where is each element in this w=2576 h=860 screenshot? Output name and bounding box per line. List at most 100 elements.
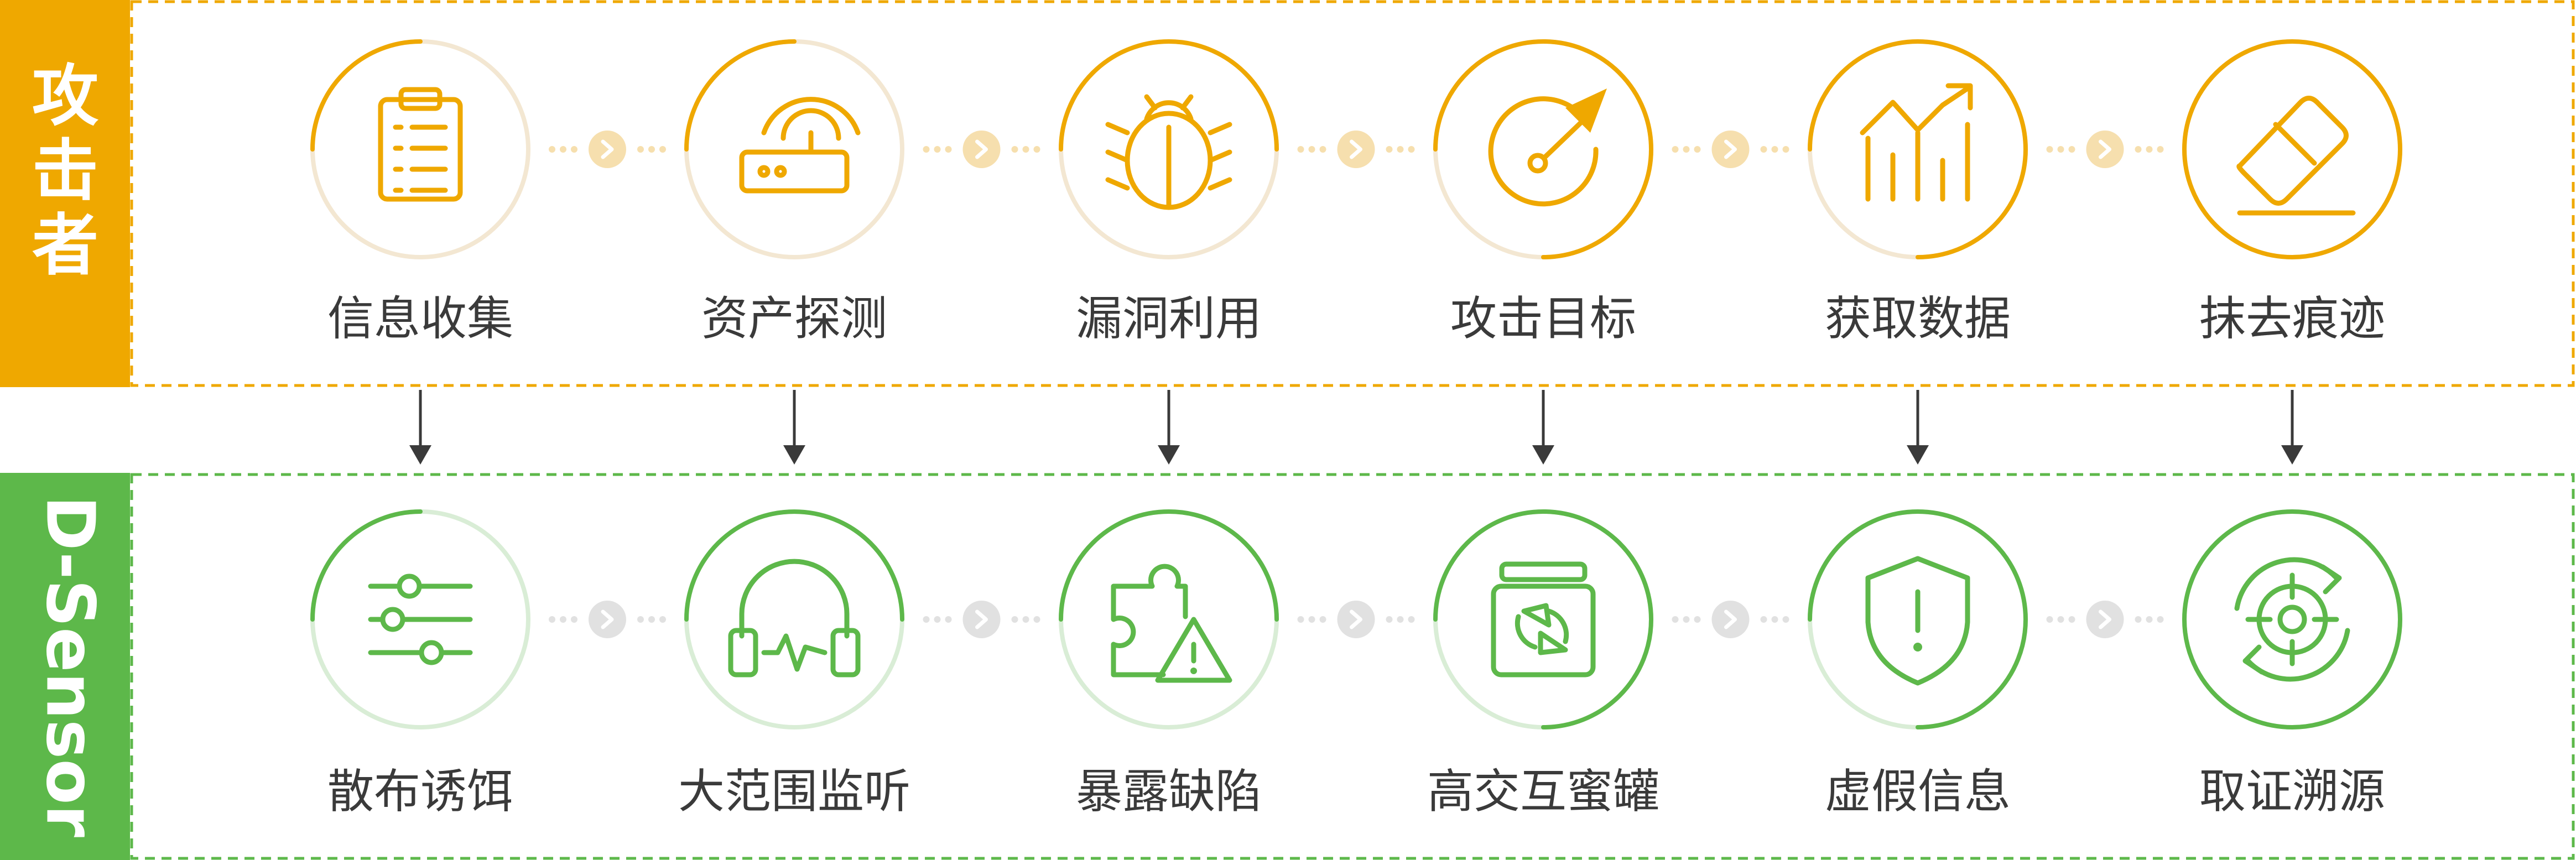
connector-dot	[1760, 616, 1767, 623]
sensor-step-progress	[2182, 509, 2402, 729]
sensor-step: 大范围监听	[678, 509, 910, 819]
chevron-right-icon	[962, 131, 1001, 168]
connector-dot	[637, 616, 644, 623]
chevron-right-icon	[2086, 131, 2124, 168]
shield-alert-icon	[1865, 556, 1970, 686]
chevron-stroke	[1350, 609, 1362, 629]
attacker-step: 资产探测	[684, 39, 904, 346]
sensor-connector	[923, 601, 1040, 638]
clipboard-list-icon	[378, 87, 463, 202]
connector-dot	[1782, 616, 1789, 623]
connector-dot	[1386, 146, 1393, 153]
sensor-side-bar	[0, 473, 130, 860]
sensor-connector	[2046, 601, 2164, 638]
attacker-step-label: 资产探测	[701, 291, 887, 346]
sensor-step: 暴露缺陷	[1059, 509, 1279, 819]
chevron-stroke	[975, 139, 988, 159]
chevron-stroke	[601, 139, 614, 159]
sensor-side-label: D-Sensor	[31, 496, 108, 837]
sensor-step-label: 取证溯源	[2199, 764, 2385, 819]
connector-dot	[637, 146, 644, 153]
sensor-step-progress	[1433, 509, 1653, 729]
attacker-step-progress	[1808, 39, 2028, 259]
attacker-step-progress	[1059, 39, 1279, 152]
connector-dot	[571, 146, 577, 153]
sensor-connector	[1297, 601, 1415, 638]
puzzle-warning-icon	[1111, 564, 1232, 683]
sensor-step-label: 高交互蜜罐	[1427, 764, 1659, 819]
attacker-connector	[1297, 131, 1415, 168]
down-arrow-icon	[1907, 390, 1929, 465]
attacker-step-label: 抹去痕迹	[2199, 291, 2385, 346]
connector-dot	[934, 146, 941, 153]
attacker-step-progress	[1433, 39, 1653, 259]
sensor-step-progress	[684, 509, 904, 622]
chevron-right-icon	[962, 601, 1001, 638]
sensor-step-label: 暴露缺陷	[1076, 764, 1262, 819]
connector-dot	[2157, 616, 2164, 623]
sensor-connector	[1672, 601, 1789, 638]
sensor-steps: 散布诱饵 大范围监听 暴露缺陷 高交互蜜罐 虚假信息 取证溯源	[310, 509, 2402, 819]
sensor-step-label: 大范围监听	[678, 764, 910, 819]
chevron-stroke	[601, 609, 614, 629]
attacker-step-progress	[2182, 39, 2402, 259]
connector-dot	[1408, 616, 1415, 623]
chevron-stroke	[1724, 609, 1737, 629]
connector-dot	[549, 146, 555, 153]
attacker-connector	[2046, 131, 2164, 168]
connector-dot	[659, 616, 666, 623]
connector-dot	[1771, 146, 1778, 153]
sensor-step-progress	[1059, 509, 1279, 622]
connector-dot	[1033, 146, 1040, 153]
attacker-band: 攻击者 信息收集资产探测漏洞利用攻击目标获取数据抹去痕迹	[0, 0, 2575, 387]
eraser-icon	[2236, 96, 2356, 216]
link-arrows	[409, 390, 2303, 465]
sensor-step: 取证溯源	[2182, 509, 2402, 819]
chevron-right-icon	[1711, 131, 1750, 168]
connector-dot	[560, 146, 566, 153]
attacker-step-progress	[310, 39, 423, 152]
chevron-right-icon	[1337, 601, 1375, 638]
chevron-stroke	[2099, 609, 2111, 629]
attacker-steps: 信息收集资产探测漏洞利用攻击目标获取数据抹去痕迹	[310, 39, 2402, 346]
connector-dot	[2057, 616, 2064, 623]
connector-dot	[2157, 146, 2164, 153]
connector-dot	[945, 146, 952, 153]
chevron-stroke	[1724, 139, 1737, 159]
connector-dot	[1022, 146, 1029, 153]
connector-dot	[1397, 146, 1404, 153]
connector-dot	[1297, 616, 1304, 623]
connector-dot	[1694, 146, 1701, 153]
chart-growth-icon	[1860, 83, 1973, 202]
attacker-side-label: 攻击者	[32, 58, 99, 284]
sensor-step-label: 散布诱饵	[327, 764, 513, 819]
chevron-right-icon	[1711, 601, 1750, 638]
down-arrow-icon	[1532, 390, 1554, 465]
sensor-step: 散布诱饵	[310, 509, 530, 819]
sensor-step-progress	[310, 509, 423, 622]
attacker-connector	[923, 131, 1040, 168]
connector-dot	[1308, 616, 1315, 623]
connector-dot	[923, 146, 930, 153]
attacker-side-char: 攻	[32, 58, 99, 135]
attacker-step: 获取数据	[1808, 39, 2028, 346]
connector-dot	[2135, 146, 2142, 153]
connector-dot	[2146, 616, 2153, 623]
chevron-stroke	[975, 609, 988, 629]
attacker-step-label: 攻击目标	[1450, 291, 1636, 346]
connector-dot	[1672, 616, 1679, 623]
connector-dot	[549, 616, 555, 623]
connector-dot	[2068, 146, 2075, 153]
attacker-side-bar	[0, 0, 130, 387]
sensor-step-progress	[1808, 509, 2028, 729]
connector-dot	[659, 146, 666, 153]
headphones-icon	[728, 559, 861, 677]
connector-dot	[1011, 616, 1018, 623]
sensor-step-label: 虚假信息	[1825, 764, 2011, 819]
connector-dot	[1297, 146, 1304, 153]
connector-dot	[923, 616, 930, 623]
down-arrow-icon	[1158, 390, 1180, 465]
attacker-step-label: 信息收集	[327, 291, 513, 346]
chevron-stroke	[1350, 139, 1362, 159]
sensor-step: 高交互蜜罐	[1427, 509, 1659, 819]
